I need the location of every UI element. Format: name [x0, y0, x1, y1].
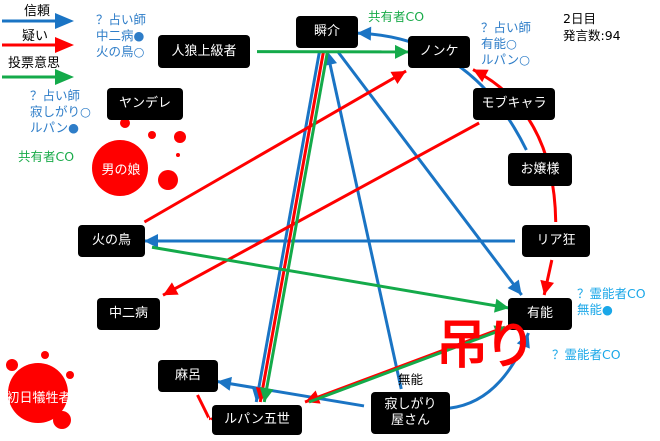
- note-jinro: ？占い師 中二病● 火の鳥○: [96, 12, 147, 59]
- note-nonke: ？占い師 有能○ ルパン○: [481, 20, 532, 67]
- edge-doubt-maro-lupin: [196, 394, 211, 421]
- speech-count: 発言数:94: [563, 28, 621, 43]
- arrowhead: [507, 279, 522, 295]
- note-shunsuke-co: 共有者CO: [368, 9, 425, 24]
- node-chuuni: 中二病: [97, 298, 160, 330]
- node-mob: モブキャラ: [473, 88, 555, 120]
- arrowhead: [163, 282, 179, 296]
- blood-splat-otokonoko: [92, 118, 186, 196]
- hang-label: 吊り: [436, 316, 536, 376]
- legend-arrows: [2, 13, 74, 85]
- node-shonichi: 初日犠牲者: [6, 390, 72, 406]
- node-maro: 麻呂: [158, 360, 218, 392]
- arrowhead: [259, 386, 274, 402]
- edge-doubt-riakyo-nonke: [472, 68, 558, 223]
- edge-vote-lupin-yuunou: [308, 325, 510, 404]
- node-riakyo: リア狂: [522, 225, 590, 257]
- note-hang-co: ？霊能者CO: [552, 347, 621, 362]
- arrowhead: [516, 333, 530, 349]
- edge-doubt-mob-chuuni: [162, 121, 480, 297]
- edge-trust-sabishi-maro: [216, 380, 365, 408]
- arrowhead: [217, 376, 232, 391]
- arrowhead: [494, 298, 509, 313]
- node-yuunou: 有能: [508, 298, 572, 330]
- node-hinotori: 火の鳥: [78, 225, 145, 257]
- node-lupin: ルパン五世: [212, 405, 302, 435]
- edge-vote-shunsuke-lupin: [262, 50, 330, 403]
- note-yuunou: ？霊能者CO 無能●: [577, 286, 646, 317]
- node-yandere: ヤンデレ: [107, 88, 183, 120]
- note-yandere-co: 共有者CO: [18, 149, 75, 164]
- arrowhead: [144, 234, 158, 248]
- blood-splat-shonichi: [6, 351, 74, 429]
- note-munou: 無能: [398, 372, 424, 387]
- node-ojou: お嬢様: [508, 153, 572, 186]
- edge-doubt-hinotori-nonke: [143, 69, 407, 224]
- arrowhead: [493, 325, 509, 339]
- node-otokonoko: 男の娘: [101, 162, 141, 178]
- legend-doubt-label: 疑い: [22, 29, 49, 44]
- arrowhead: [390, 71, 407, 85]
- edge-trust-sabishi-shunsuke: [325, 50, 403, 390]
- arrowhead: [473, 69, 489, 83]
- node-nonke: ノンケ: [408, 36, 470, 68]
- arrowhead: [394, 44, 409, 59]
- note-yandere: ？占い師 寂しがり○ ルパン●: [30, 88, 91, 135]
- node-shunsuke: 瞬介: [296, 16, 358, 48]
- arrowhead: [540, 279, 554, 295]
- arrowhead: [357, 26, 372, 41]
- edge-doubt-shunsuke-lupin: [258, 50, 326, 403]
- node-sabishi: 寂しがり 屋さん: [371, 392, 450, 434]
- edge-trust-sabishi-yuunou: [448, 332, 530, 410]
- game-info: 2日目 発言数:94: [563, 10, 621, 44]
- legend-trust-label: 信頼: [24, 4, 51, 19]
- day-label: 2日目: [563, 11, 596, 26]
- edge-vote-hinotori-yuunou: [151, 245, 510, 310]
- legend-vote-label: 投票意思: [8, 56, 61, 71]
- node-jinro: 人狼上級者: [158, 35, 250, 68]
